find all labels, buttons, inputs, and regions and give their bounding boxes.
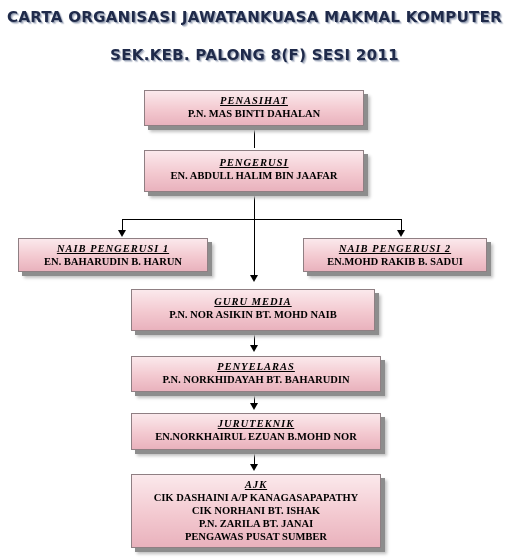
- member-name: P.N. ZARILA BT. JANAI: [198, 519, 314, 530]
- connector-pengerusi-trunk: [254, 193, 255, 275]
- member-name: P.N. NOR ASIKIN BT. MOHD NAIB: [169, 310, 337, 321]
- chart-title: CARTA ORGANISASI JAWATANKUASA MAKMAL KOM…: [7, 8, 502, 26]
- role-label: NAIB PENGERUSI 1: [56, 244, 170, 255]
- role-label: PENASIHAT: [220, 96, 288, 107]
- member-name: EN. ABDULL HALIM BIN JAAFAR: [170, 171, 338, 182]
- role-label: GURU MEDIA: [214, 297, 292, 308]
- connector-to-naib2: [401, 219, 402, 231]
- arrow-guru-media: [250, 275, 258, 282]
- arrow-naib2: [397, 230, 405, 237]
- connector-to-naib1: [122, 219, 123, 231]
- member-name: CIK DASHAINI A/P KANAGASAPAPATHY: [153, 493, 359, 504]
- box-juruteknik: JURUTEKNIK EN.NORKHAIRUL EZUAN B.MOHD NO…: [131, 413, 381, 450]
- member-name: EN.MOHD RAKIB B. SADUI: [327, 257, 463, 268]
- member-name: P.N. MAS BINTI DAHALAN: [187, 109, 321, 120]
- role-label: NAIB PENGERUSI 2: [338, 244, 452, 255]
- member-name: EN. BAHARUDIN B. HARUN: [44, 257, 182, 268]
- member-name: EN.NORKHAIRUL EZUAN B.MOHD NOR: [155, 432, 357, 443]
- role-label: PENGERUSI: [219, 158, 289, 169]
- member-name: P.N. NORKHIDAYAH BT. BAHARUDIN: [162, 375, 350, 386]
- member-name: CIK NORHANI BT. ISHAK: [191, 506, 321, 517]
- box-penasihat: PENASIHAT P.N. MAS BINTI DAHALAN: [144, 90, 364, 126]
- member-name: PENGAWAS PUSAT SUMBER: [185, 532, 327, 543]
- box-penyelaras: PENYELARAS P.N. NORKHIDAYAH BT. BAHARUDI…: [131, 356, 381, 392]
- arrow-ajk: [250, 464, 258, 471]
- box-ajk: AJK CIK DASHAINI A/P KANAGASAPAPATHY CIK…: [131, 474, 381, 548]
- arrow-naib1: [118, 230, 126, 237]
- connector-guru-penyelaras: [254, 331, 255, 346]
- role-label: AJK: [244, 480, 268, 491]
- role-label: PENYELARAS: [217, 362, 295, 373]
- box-naib-pengerusi-2: NAIB PENGERUSI 2 EN.MOHD RAKIB B. SADUI: [303, 238, 487, 272]
- connector-horizontal: [122, 219, 402, 220]
- box-pengerusi: PENGERUSI EN. ABDULL HALIM BIN JAAFAR: [144, 150, 364, 192]
- role-label: JURUTEKNIK: [217, 419, 295, 430]
- connector-penasihat-pengerusi: [254, 124, 255, 148]
- box-guru-media: GURU MEDIA P.N. NOR ASIKIN BT. MOHD NAIB: [131, 289, 375, 331]
- box-naib-pengerusi-1: NAIB PENGERUSI 1 EN. BAHARUDIN B. HARUN: [18, 238, 208, 272]
- connector-penyelaras-juruteknik: [254, 392, 255, 404]
- chart-subtitle: SEK.KEB. PALONG 8(F) SESI 2011: [110, 46, 399, 64]
- arrow-juruteknik: [250, 403, 258, 410]
- arrow-penyelaras: [250, 345, 258, 352]
- connector-juruteknik-ajk: [254, 450, 255, 465]
